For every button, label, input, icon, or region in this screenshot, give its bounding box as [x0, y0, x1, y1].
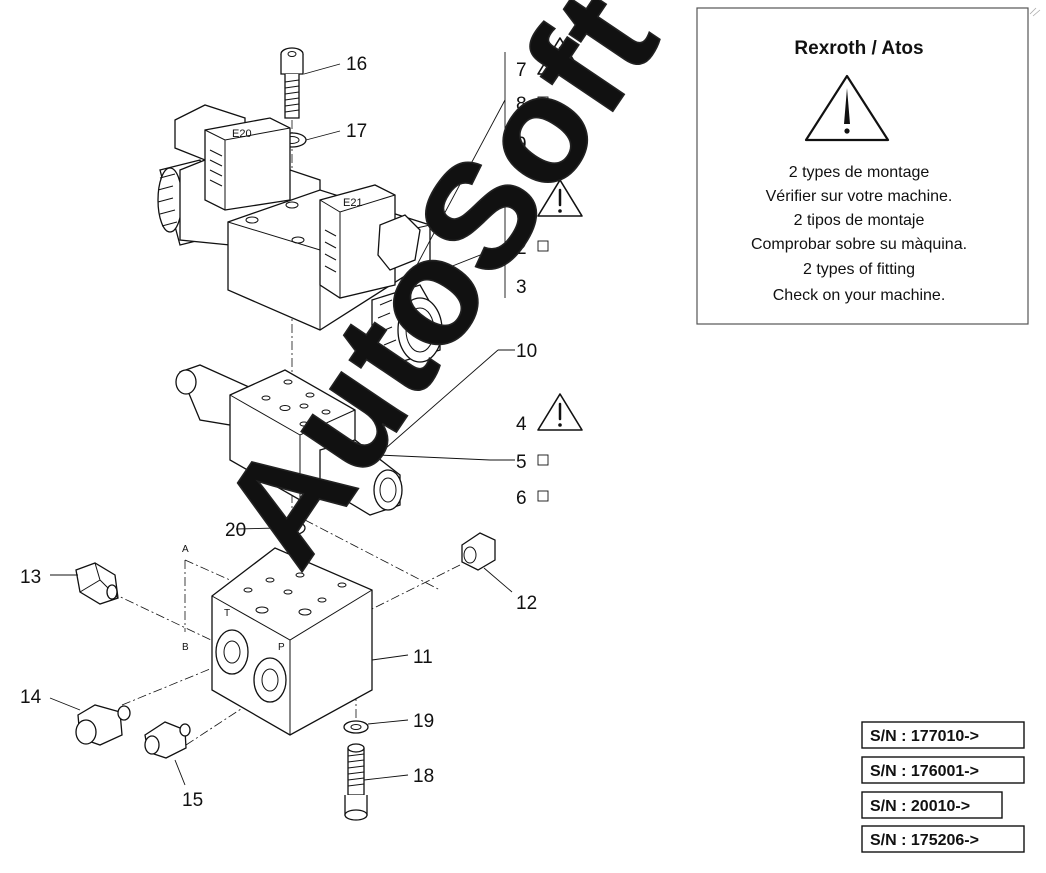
- port-label-b: B: [182, 642, 189, 653]
- callout-20: 20: [225, 520, 246, 541]
- callout-1: 1: [516, 202, 527, 223]
- callout-14: 14: [20, 687, 42, 708]
- solenoid-valve: [157, 104, 443, 363]
- serial-number: S/N : 177010->: [870, 728, 979, 745]
- warning-triangle-icon: [537, 37, 583, 75]
- solenoid-label-left: E20: [232, 128, 252, 140]
- fitting-12: [461, 532, 496, 571]
- corner-mark-icon: [1029, 7, 1041, 17]
- callout-18: 18: [413, 766, 434, 787]
- callout-13: 13: [20, 567, 41, 588]
- screw-18: [344, 743, 368, 821]
- warning-triangle-icon: [537, 393, 583, 431]
- callout-10: 10: [516, 341, 537, 362]
- note-line: Vérifier sur votre machine.: [766, 188, 953, 205]
- callout-9: 9: [516, 134, 527, 155]
- fitting-15: [144, 721, 191, 759]
- solenoid-label-right: E21: [343, 197, 363, 209]
- checkbox-icon: [537, 240, 549, 252]
- port-label-p: P: [278, 642, 285, 653]
- callout-19: 19: [413, 711, 434, 732]
- note-line: 2 types de montage: [789, 164, 930, 181]
- callout-17: 17: [346, 121, 367, 142]
- serial-number: S/N : 175206->: [870, 832, 979, 849]
- warning-triangle-icon: [537, 179, 583, 217]
- port-label-a: A: [182, 544, 189, 555]
- callout-16: 16: [346, 54, 367, 75]
- port-label-t: T: [224, 608, 230, 619]
- callout-12: 12: [516, 593, 537, 614]
- base-block-11: [211, 547, 373, 736]
- serial-number-list: S/N : 177010-> S/N : 176001-> S/N : 2001…: [861, 721, 1025, 853]
- note-line: Check on your machine.: [773, 287, 946, 304]
- fitting-13: [75, 562, 119, 605]
- serial-number: S/N : 176001->: [870, 763, 979, 780]
- callout-15: 15: [182, 790, 203, 811]
- fitting-14: [75, 704, 131, 746]
- serial-number: S/N : 20010->: [870, 798, 970, 815]
- callout-6: 6: [516, 488, 527, 509]
- callout-4: 4: [516, 414, 527, 435]
- o-ring-20: [278, 520, 306, 536]
- sandwich-block: [175, 364, 403, 516]
- washer-19: [343, 720, 369, 734]
- note-title: Rexroth / Atos: [794, 38, 923, 59]
- checkbox-icon: [537, 490, 549, 502]
- note-line: Comprobar sobre su màquina.: [751, 236, 967, 253]
- callout-2: 2: [516, 238, 527, 259]
- fitting-note-box: Rexroth / Atos 2 types de montage Vérifi…: [696, 7, 1029, 325]
- checkbox-icon: [537, 96, 549, 108]
- callout-8: 8: [516, 94, 527, 115]
- callout-11: 11: [413, 647, 433, 668]
- callout-5: 5: [516, 452, 527, 473]
- checkbox-icon: [537, 454, 549, 466]
- warning-triangle-icon: [804, 74, 890, 142]
- screw-16: [280, 47, 304, 119]
- callout-7: 7: [516, 60, 527, 81]
- note-line: 2 types of fitting: [803, 261, 915, 278]
- note-line: 2 tipos de montaje: [794, 212, 925, 229]
- callout-3: 3: [516, 277, 527, 298]
- leader-lines: [49, 52, 515, 786]
